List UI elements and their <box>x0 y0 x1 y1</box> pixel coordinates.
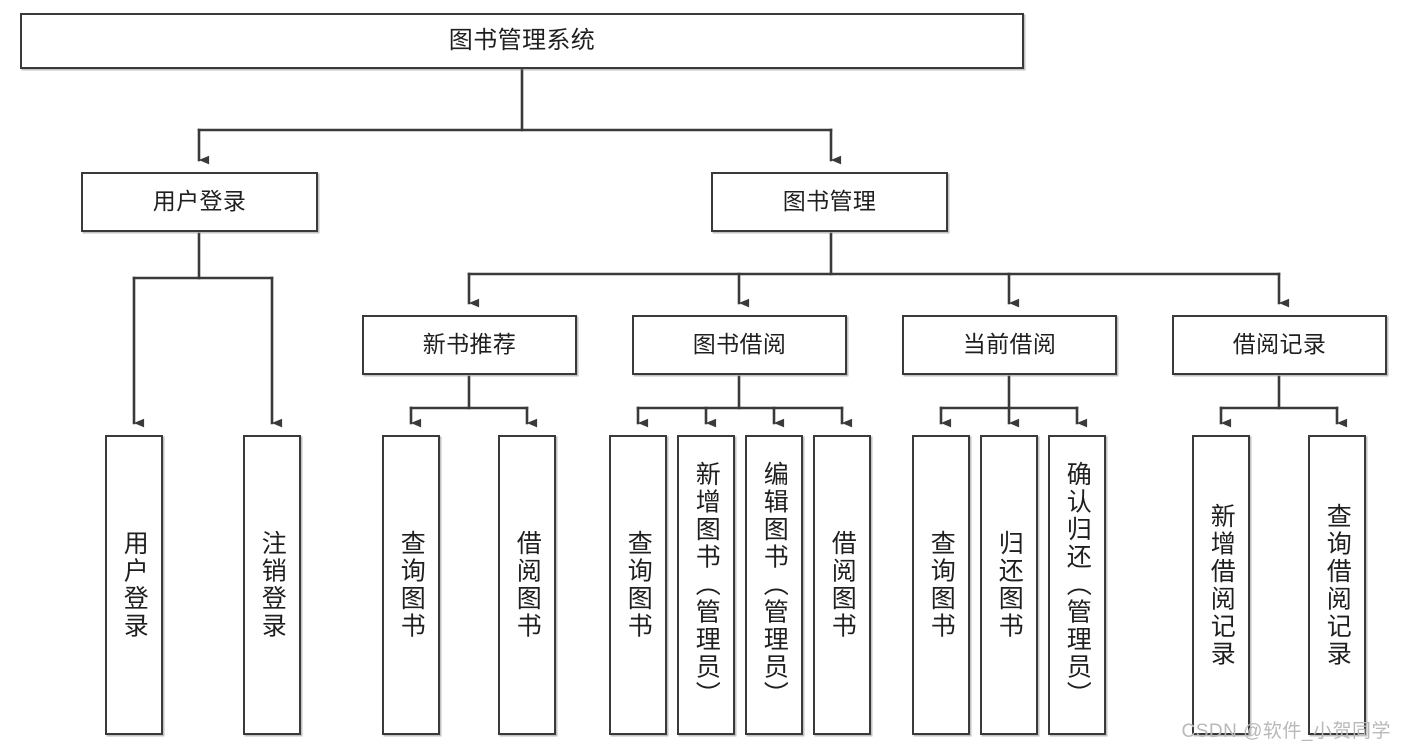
node-label: 查询图书 <box>927 530 956 640</box>
node-label: 编辑图书（管理员） <box>760 461 789 709</box>
node-book-borrow[interactable]: 图书借阅 <box>632 315 847 375</box>
node-label: 新增借阅记录 <box>1207 502 1236 668</box>
node-leaf-borrow-book-recommendation[interactable]: 借阅图书 <box>498 435 556 735</box>
node-leaf-query-book-borrow[interactable]: 查询图书 <box>609 435 667 735</box>
node-label: 查询图书 <box>624 530 653 640</box>
node-label: 用户登录 <box>152 188 247 215</box>
node-label: 用户登录 <box>120 530 149 640</box>
node-leaf-query-book-current[interactable]: 查询图书 <box>912 435 970 735</box>
node-user-login[interactable]: 用户登录 <box>81 172 318 232</box>
node-leaf-add-book-admin[interactable]: 新增图书（管理员） <box>677 435 735 735</box>
node-book-management[interactable]: 图书管理 <box>711 172 948 232</box>
node-label: 图书借阅 <box>692 331 787 358</box>
node-leaf-logout-login[interactable]: 注销登录 <box>243 435 301 735</box>
node-leaf-query-borrow-record[interactable]: 查询借阅记录 <box>1308 435 1366 735</box>
node-leaf-borrow-book[interactable]: 借阅图书 <box>813 435 871 735</box>
csdn-watermark: CSDN @软件_小贺同学 <box>1181 721 1391 742</box>
node-leaf-add-borrow-record[interactable]: 新增借阅记录 <box>1192 435 1250 735</box>
node-label: 当前借阅 <box>962 331 1057 358</box>
node-label: 借阅记录 <box>1232 331 1327 358</box>
node-label: 新增图书（管理员） <box>692 461 721 709</box>
node-root-book-management-system[interactable]: 图书管理系统 <box>20 13 1024 69</box>
node-label: 归还图书 <box>995 530 1024 640</box>
node-leaf-edit-book-admin[interactable]: 编辑图书（管理员） <box>745 435 803 735</box>
node-label: 注销登录 <box>258 530 287 640</box>
node-label: 确认归还（管理员） <box>1063 461 1092 709</box>
node-leaf-query-book-recommendation[interactable]: 查询图书 <box>382 435 440 735</box>
node-leaf-user-login[interactable]: 用户登录 <box>105 435 163 735</box>
node-borrow-record[interactable]: 借阅记录 <box>1172 315 1387 375</box>
node-leaf-confirm-return-admin[interactable]: 确认归还（管理员） <box>1048 435 1106 735</box>
node-new-book-recommendation[interactable]: 新书推荐 <box>362 315 577 375</box>
node-label: 图书管理 <box>782 188 877 215</box>
node-label: 借阅图书 <box>828 530 857 640</box>
node-label: 查询借阅记录 <box>1323 502 1352 668</box>
node-label: 查询图书 <box>397 530 426 640</box>
node-current-borrow[interactable]: 当前借阅 <box>902 315 1117 375</box>
node-leaf-return-book[interactable]: 归还图书 <box>980 435 1038 735</box>
node-label: 新书推荐 <box>422 331 517 358</box>
node-label: 图书管理系统 <box>448 26 596 54</box>
node-label: 借阅图书 <box>513 530 542 640</box>
